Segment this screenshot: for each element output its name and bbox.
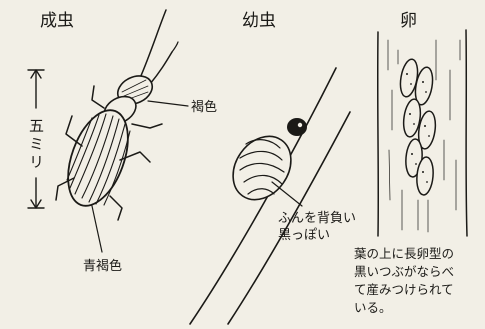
larva-note-leader (272, 182, 302, 206)
egg-cluster (398, 58, 438, 196)
larva-head (287, 118, 307, 136)
head-color-label: 褐色 (191, 99, 217, 115)
head-color-leader (148, 101, 188, 106)
larva-drawing (221, 118, 307, 211)
adult-title: 成虫 (40, 11, 74, 31)
egg-note-line-1: 葉の上に長卵型の (354, 246, 454, 261)
body-color-label: 青褐色 (83, 258, 122, 274)
larva-note-line-1: ふんを背負い (278, 211, 356, 226)
adult-beetle-drawing (56, 10, 178, 220)
egg-note-line-2: 黒いつぶがならべ (354, 264, 454, 279)
egg-note-line-3: て産みつけられて (354, 282, 454, 297)
egg-title: 卵 (400, 11, 417, 31)
larva-title: 幼虫 (242, 11, 276, 31)
egg-note-line-4: いる。 (354, 300, 392, 315)
adult-size-label: 五ミリ (27, 118, 45, 172)
body-color-leader (92, 206, 102, 252)
larva-note-line-2: 黒っぽい (278, 228, 330, 243)
